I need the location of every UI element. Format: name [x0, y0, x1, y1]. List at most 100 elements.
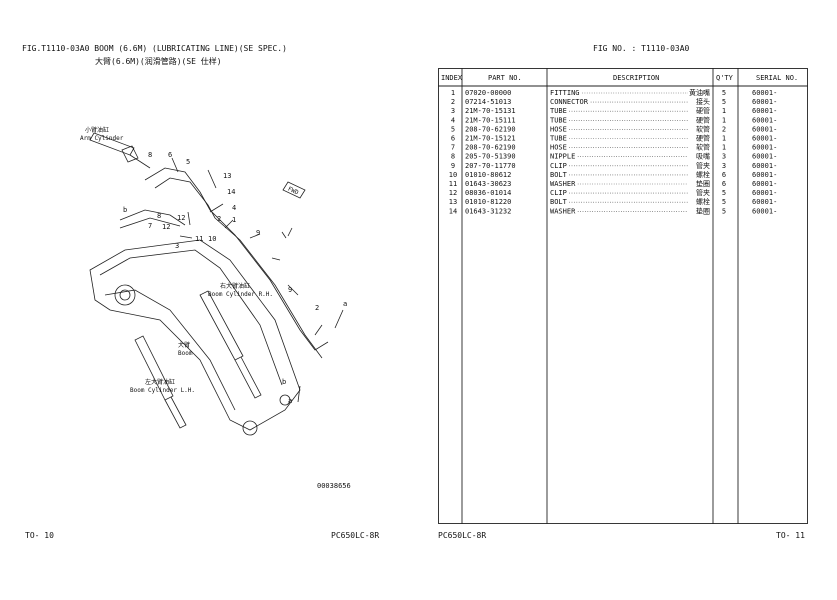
row-description: HOSE [550, 144, 567, 152]
label-boom-cylinder-rh-en: Boom Cylinder R.H. [208, 291, 273, 298]
callout: 5 [186, 158, 190, 166]
row-index: 1 [451, 89, 455, 97]
parts-table: INDEX PART NO. DESCRIPTION Q'TY SERIAL N… [438, 68, 808, 524]
row-index: 2 [451, 98, 455, 106]
label-boom-cylinder-lh-en: Boom Cylinder L.H. [130, 387, 195, 394]
row-index: 4 [451, 116, 455, 124]
row-description-cn: 垫圈 [696, 179, 710, 188]
row-description-cn: 管夹 [696, 188, 710, 197]
header-part-no: PART NO. [488, 74, 522, 82]
callout: 10 [208, 235, 216, 243]
row-serial: 60001- [752, 189, 777, 197]
row-index: 13 [449, 198, 457, 206]
row-description-cn: 软管 [696, 124, 710, 133]
row-part-no: 21M-70-15121 [465, 135, 516, 143]
row-part-no: 21M-70-15131 [465, 107, 516, 115]
fwd-label: FWD [287, 186, 300, 197]
model-right: PC650LC-8R [438, 531, 487, 540]
callout: 7 [148, 222, 152, 230]
row-serial: 60001- [752, 162, 777, 170]
row-description-cn: 硬管 [696, 106, 710, 115]
row-serial: 60001- [752, 107, 777, 115]
row-description-cn: 螺栓 [696, 170, 710, 179]
row-description: TUBE [550, 107, 567, 115]
row-description: TUBE [550, 116, 567, 124]
callout: a [288, 397, 292, 405]
row-description-cn: 软管 [696, 143, 710, 152]
row-part-no: 01010-80612 [465, 171, 511, 179]
row-index: 12 [449, 189, 457, 197]
row-description: BOLT [550, 198, 568, 206]
row-description-cn: 接头 [696, 97, 710, 106]
row-part-no: 208-70-62190 [465, 144, 516, 152]
row-serial: 60001- [752, 207, 777, 215]
header-qty: Q'TY [716, 74, 734, 82]
row-qty: 3 [722, 162, 726, 170]
label-boom-cylinder-rh-cn: 右大臂油缸 [220, 282, 250, 290]
row-qty: 1 [722, 135, 726, 143]
model-left: PC650LC-8R [331, 531, 380, 540]
header-description: DESCRIPTION [613, 74, 659, 82]
boom-lubrication-diagram: 小臂油缸 Arm Cylinder 右大臂油缸 Boom Cylinder R.… [80, 126, 347, 436]
callout: 3 [175, 242, 179, 250]
row-description: BOLT [550, 171, 568, 179]
row-serial: 60001- [752, 125, 777, 133]
row-part-no: 08036-01014 [465, 189, 511, 197]
callout: 1 [232, 216, 236, 224]
row-description-cn: 硬管 [696, 134, 710, 143]
row-description: FITTING [550, 89, 580, 97]
callout: 6 [168, 151, 172, 159]
row-part-no: 205-70-51390 [465, 153, 516, 161]
callout: 2 [315, 304, 319, 312]
row-qty: 5 [722, 189, 726, 197]
callout: a [343, 300, 347, 308]
figure-number: FIG NO. : T1110-03A0 [593, 44, 690, 53]
row-description-cn: 垫圈 [696, 206, 710, 215]
row-qty: 3 [722, 153, 726, 161]
callout: 2 [217, 215, 221, 223]
row-qty: 1 [722, 116, 726, 124]
row-index: 11 [449, 180, 457, 188]
row-serial: 60001- [752, 98, 777, 106]
callout: 4 [232, 204, 236, 212]
row-index: 6 [451, 135, 455, 143]
row-description-cn: 螺栓 [696, 197, 710, 206]
callout: b [282, 378, 286, 386]
label-boom-en: Boom [178, 350, 193, 357]
row-serial: 60001- [752, 89, 777, 97]
row-index: 9 [451, 162, 455, 170]
row-description-cn: 吸嘴 [696, 152, 710, 161]
callout: 12 [177, 214, 185, 222]
row-description: TUBE [550, 135, 567, 143]
callout: 8 [148, 151, 152, 159]
row-part-no: 07214-51013 [465, 98, 511, 106]
row-serial: 60001- [752, 180, 777, 188]
row-serial: 60001- [752, 135, 777, 143]
row-description-cn: 管夹 [696, 161, 710, 170]
header-index: INDEX [441, 74, 463, 82]
row-index: 3 [451, 107, 455, 115]
row-description: WASHER [550, 180, 576, 188]
row-description: CONNECTOR [550, 98, 589, 106]
row-description-cn: 硬管 [696, 115, 710, 124]
callout: b [123, 206, 127, 214]
row-index: 10 [449, 171, 457, 179]
row-part-no: 208-70-62190 [465, 125, 516, 133]
row-qty: 1 [722, 107, 726, 115]
row-description: CLIP [550, 162, 567, 170]
label-arm-cylinder-en: Arm Cylinder [80, 135, 124, 142]
label-boom-cylinder-lh-cn: 左大臂油缸 [145, 378, 175, 386]
row-description: NIPPLE [550, 153, 575, 161]
callout: 8 [157, 212, 161, 220]
row-qty: 5 [722, 98, 726, 106]
row-part-no: 01643-31232 [465, 207, 511, 215]
row-qty: 5 [722, 198, 726, 206]
callout: 9 [256, 229, 260, 237]
row-serial: 60001- [752, 116, 777, 124]
row-serial: 60001- [752, 153, 777, 161]
row-index: 5 [451, 125, 455, 133]
figure-subtitle-cn: 大臂(6.6M)(润滑管路)(SE 仕样) [95, 57, 222, 66]
row-description: CLIP [550, 189, 567, 197]
header-serial: SERIAL NO. [756, 74, 798, 82]
row-qty: 5 [722, 89, 726, 97]
